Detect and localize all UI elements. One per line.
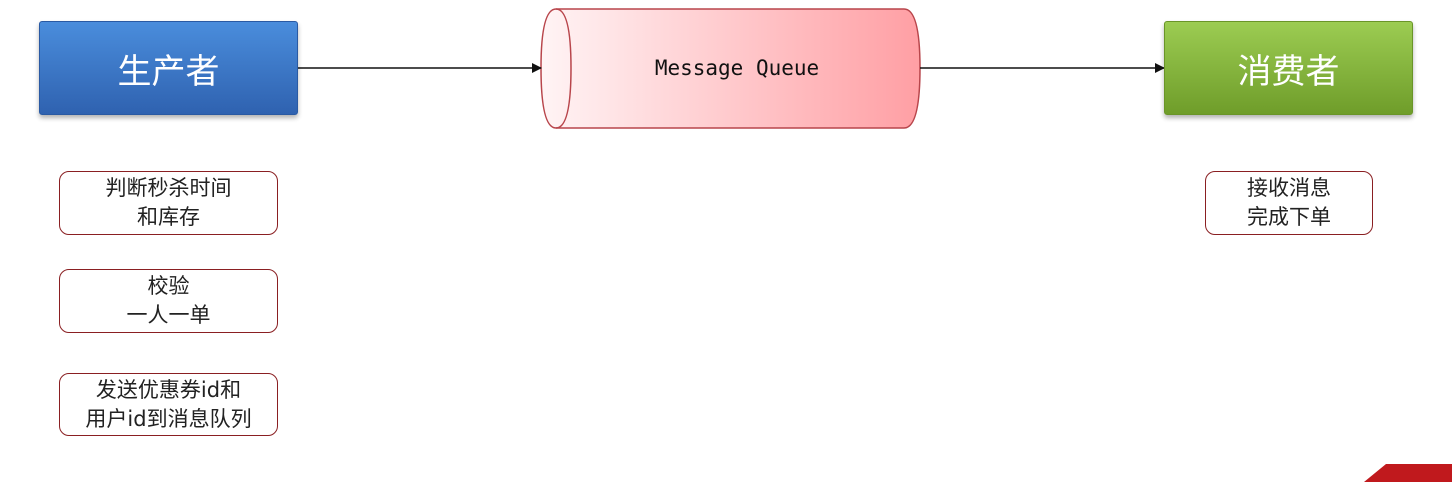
producer-step-send-to-queue: 发送优惠券id和 用户id到消息队列 xyxy=(59,373,278,436)
step-line: 校验 xyxy=(147,274,190,298)
step-line: 一人一单 xyxy=(126,303,211,327)
step-line: 和库存 xyxy=(137,205,200,229)
producer-label: 生产者 xyxy=(117,51,220,92)
consumer-label: 消费者 xyxy=(1237,51,1340,92)
corner-badge xyxy=(1364,464,1452,482)
step-line: 接收消息 xyxy=(1247,176,1331,200)
message-queue-label: Message Queue xyxy=(654,56,820,80)
consumer-step-receive-order: 接收消息 完成下单 xyxy=(1205,171,1373,235)
producer-step-check-time-stock: 判断秒杀时间 和库存 xyxy=(59,171,278,235)
step-line: 判断秒杀时间 xyxy=(105,176,232,200)
step-line: 完成下单 xyxy=(1247,205,1331,229)
producer-box: 生产者 xyxy=(39,21,298,115)
consumer-box: 消费者 xyxy=(1164,21,1413,115)
message-queue-cylinder xyxy=(540,8,921,129)
step-line: 发送优惠券id和 xyxy=(95,377,242,402)
step-line: 用户id到消息队列 xyxy=(85,406,252,431)
producer-step-one-per-user: 校验 一人一单 xyxy=(59,269,278,333)
